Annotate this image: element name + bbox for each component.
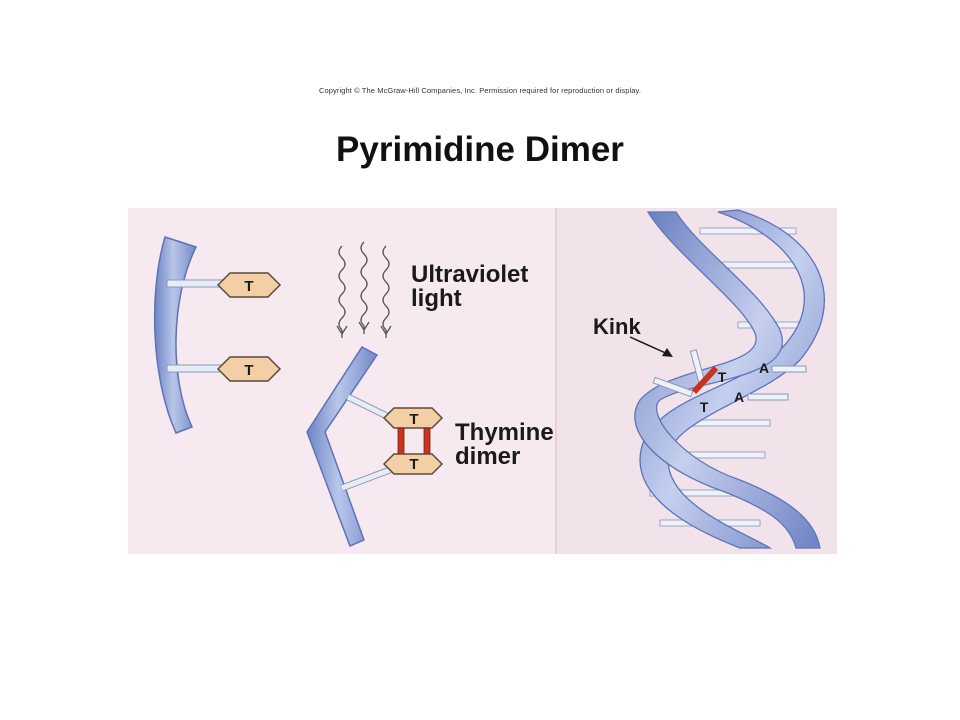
kink-pointer-arrow [629, 336, 673, 357]
dna-strand-normal [153, 236, 223, 434]
thymine-label: T [700, 399, 709, 415]
uv-light-label: Ultraviolet light [411, 263, 528, 311]
dna-strand-damaged [306, 346, 397, 547]
uv-light-arrows [336, 241, 392, 338]
thymine-dimer: T T [382, 407, 444, 475]
dimer-label-line2: dimer [455, 443, 521, 470]
thymine-label: T [409, 456, 418, 473]
uv-label-line2: light [411, 285, 462, 312]
panel-divider [555, 208, 557, 554]
page-title: Pyrimidine Dimer [336, 130, 624, 169]
dimer-label-line1: Thymine [455, 419, 554, 446]
copyright-notice: Copyright © The McGraw-Hill Companies, I… [318, 86, 642, 95]
thymine-label: T [409, 411, 418, 428]
thymine-dimer-label: Thymine dimer [455, 421, 554, 469]
kink-label: Kink [593, 314, 641, 339]
thymine-base-upper: T [216, 272, 282, 298]
adenine-base-lower: A [734, 389, 789, 405]
adenine-base-upper: A [759, 360, 807, 376]
uv-label-line1: Ultraviolet [411, 261, 529, 288]
thymine-label: T [244, 278, 253, 295]
adenine-label: A [734, 389, 744, 405]
adenine-label: A [759, 360, 769, 376]
thymine-label: T [244, 362, 253, 379]
double-helix: T T A A [634, 209, 825, 549]
thymine-base-lower: T [216, 356, 282, 382]
thymine-label: T [718, 369, 727, 385]
kinked-thymines [652, 349, 719, 398]
